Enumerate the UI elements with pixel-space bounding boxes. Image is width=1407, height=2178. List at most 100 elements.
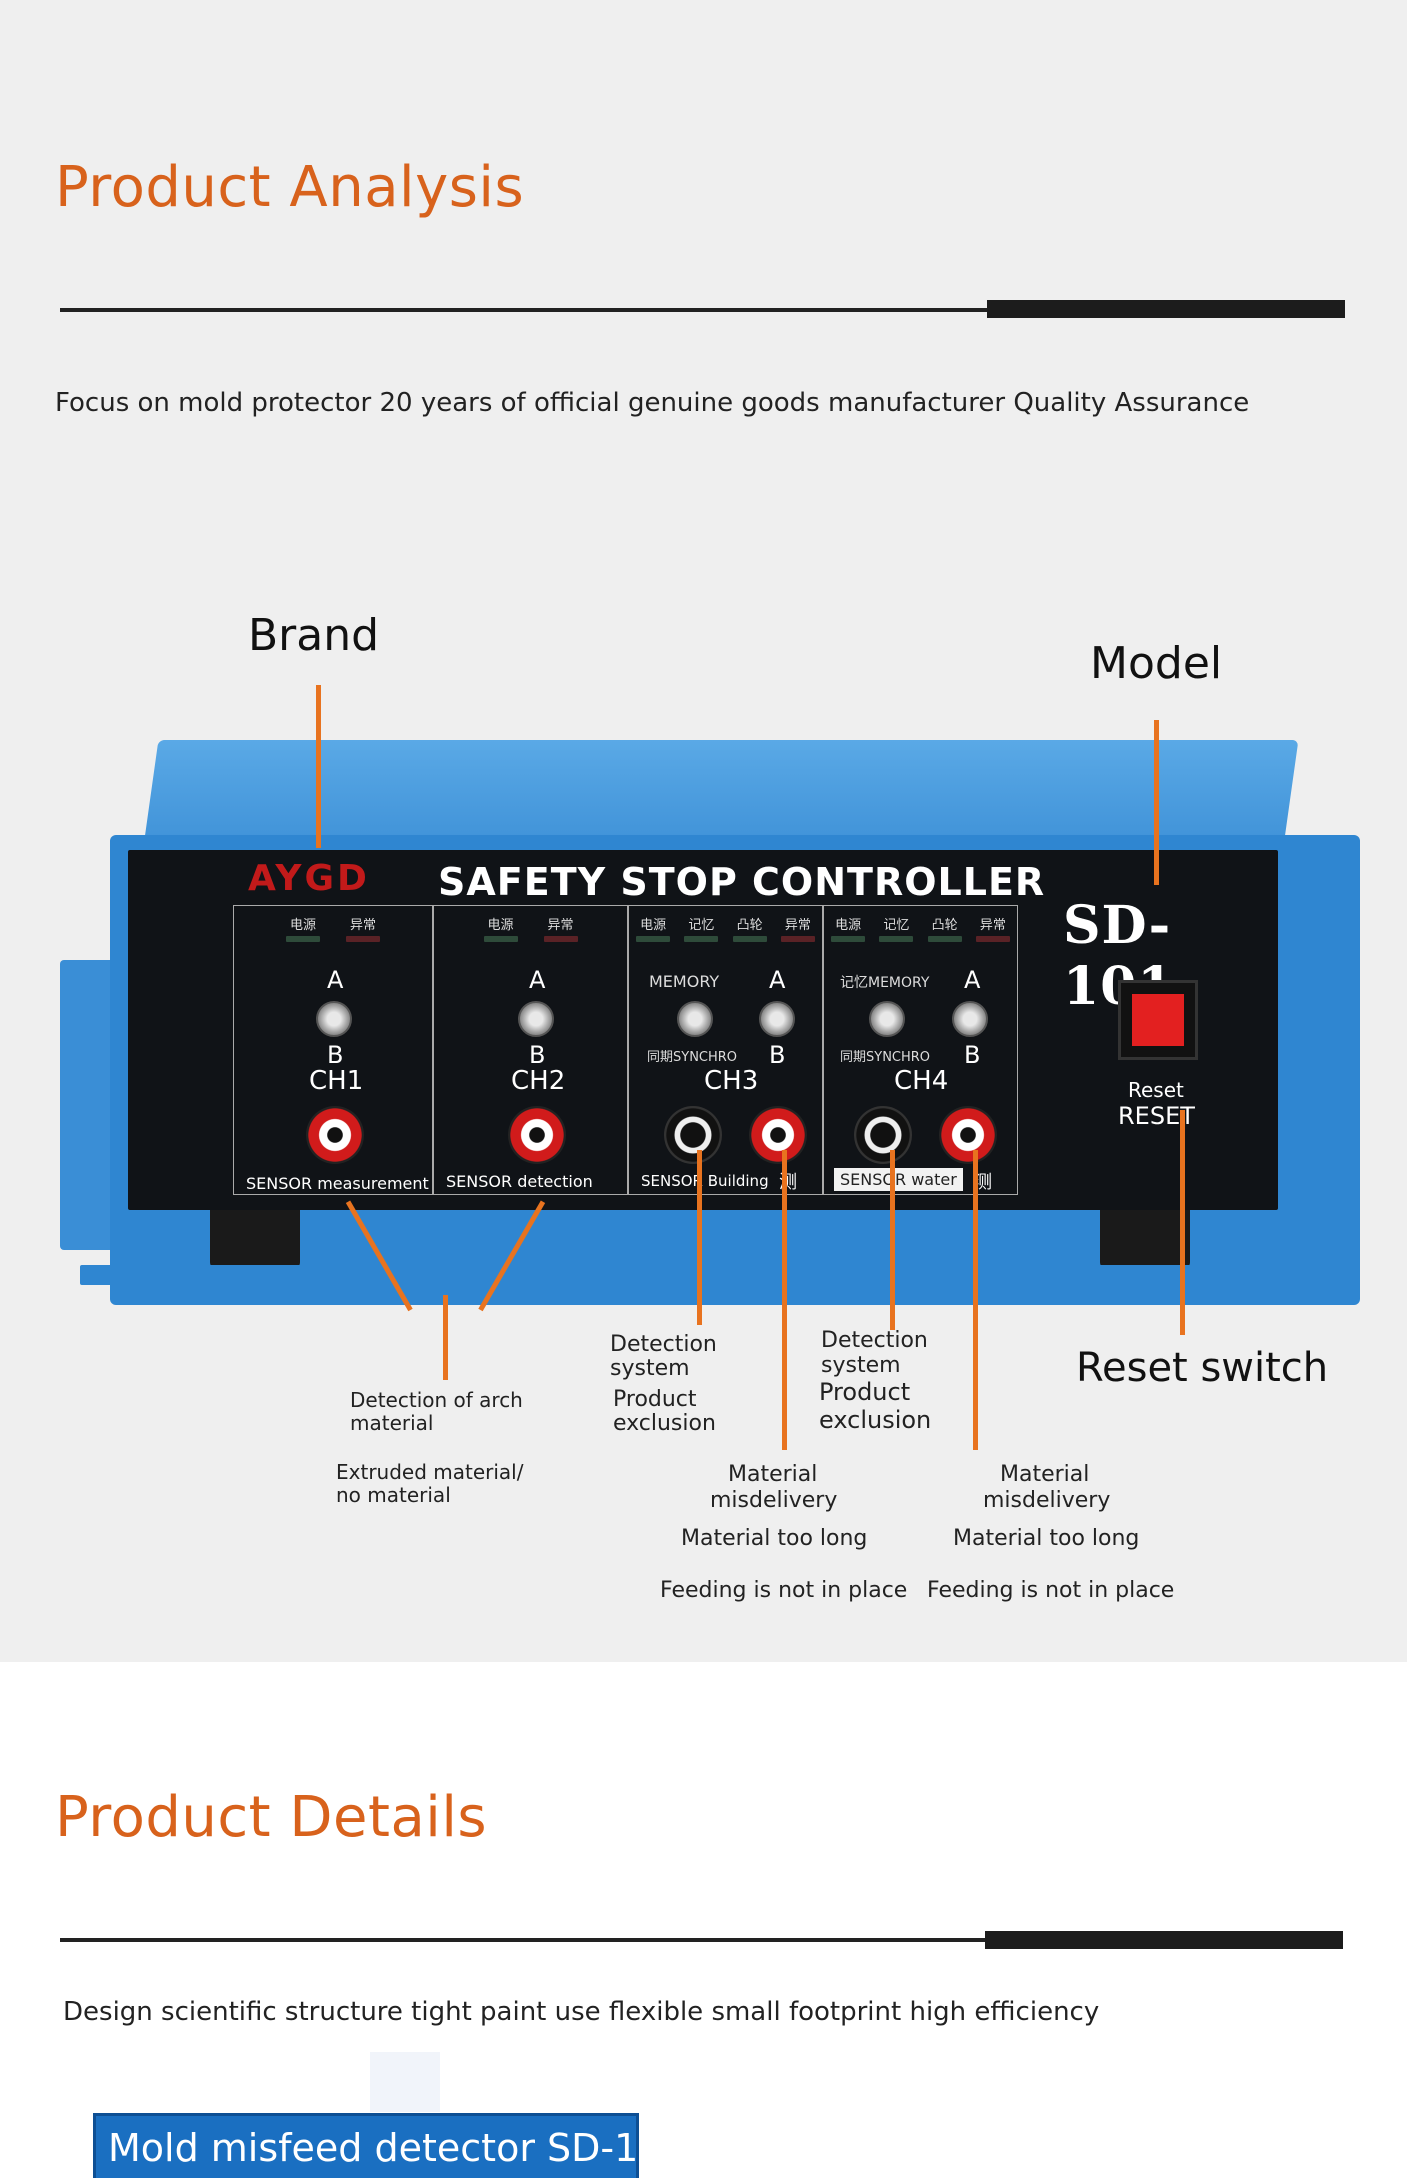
- led-cam-label: 凸轮: [931, 918, 958, 933]
- led-power-label: 电源: [289, 918, 316, 933]
- led-power: [636, 936, 671, 942]
- extruded-label-line1: Extruded material/: [336, 1460, 524, 1484]
- ch4-red-callout-line: [973, 1150, 978, 1450]
- sensor-jack-ch4-black[interactable]: [854, 1106, 912, 1164]
- sensor-label-ch2: SENSOR detection: [446, 1172, 593, 1191]
- ch1-label: CH1: [309, 1066, 364, 1096]
- toggle-switch-ch3[interactable]: [759, 1001, 795, 1037]
- controller-device-image: AYGD SAFETY STOP CONTROLLER SD-101 电源 异常…: [60, 730, 1360, 1305]
- ch2-label: CH2: [511, 1066, 566, 1096]
- toggle-switch-ch3-memory[interactable]: [677, 1001, 713, 1037]
- misdelivery1-line1: Material: [728, 1462, 818, 1487]
- analysis-divider-thin: [60, 308, 990, 312]
- led-memory: [684, 936, 719, 942]
- sensor-jack-ch2[interactable]: [508, 1106, 566, 1164]
- analysis-subtitle: Focus on mold protector 20 years of offi…: [55, 388, 1250, 418]
- led-cam: [927, 936, 962, 942]
- led-cam: [732, 936, 767, 942]
- product-banner: Mold misfeed detector SD-101: [93, 2113, 687, 2178]
- detection1-line2: system: [610, 1356, 690, 1381]
- product-photo-edge: [370, 2052, 440, 2112]
- ch3-label: CH3: [704, 1066, 759, 1096]
- reset-switch-label: Reset switch: [1076, 1345, 1329, 1391]
- led-abnormal-label: 异常: [349, 918, 376, 933]
- detect-cn-label: 测: [974, 1172, 992, 1193]
- detection2-line3: Product: [819, 1378, 911, 1406]
- misdelivery1-feeding: Feeding is not in place: [660, 1578, 908, 1603]
- device-foot: [210, 1210, 300, 1270]
- misdelivery1-too-long: Material too long: [681, 1526, 868, 1551]
- misdelivery2-feeding: Feeding is not in place: [927, 1578, 1175, 1603]
- toggle-a-label: A: [964, 966, 981, 994]
- misdelivery2-line2: misdelivery: [983, 1488, 1111, 1513]
- channel-ch3: 电源 记忆 凸轮 异常 MEMORY A 同期SYNCHRO B CH3 SEN…: [628, 905, 823, 1195]
- device-brand: AYGD: [248, 858, 370, 899]
- ch4-label: CH4: [894, 1066, 949, 1096]
- misdelivery2-too-long: Material too long: [953, 1526, 1140, 1551]
- details-section: [0, 1662, 1407, 2178]
- channel-ch4: 电源 记忆 凸轮 异常 记忆MEMORY A 同期SYNCHRO B CH4 S…: [823, 905, 1018, 1195]
- toggle-a-label: A: [769, 966, 786, 994]
- control-panel: AYGD SAFETY STOP CONTROLLER SD-101 电源 异常…: [128, 850, 1278, 1210]
- arch-callout-line: [443, 1295, 448, 1380]
- led-power-label: 电源: [487, 918, 514, 933]
- brand-callout-line: [316, 685, 321, 848]
- toggle-a-label: A: [327, 966, 344, 994]
- synchro-label: 同期SYNCHRO: [647, 1050, 738, 1065]
- reset-callout-line: [1180, 1110, 1185, 1335]
- sensor-jack-ch1[interactable]: [306, 1106, 364, 1164]
- ch3-black-callout-line: [697, 1150, 702, 1325]
- sensor-jack-ch3-red[interactable]: [749, 1106, 807, 1164]
- led-abnormal: [780, 936, 815, 942]
- channel-ch2: 电源 异常 A B CH2 SENSOR detection: [433, 905, 628, 1195]
- led-abnormal: [543, 936, 578, 942]
- details-divider-thin: [60, 1938, 990, 1942]
- arch-label-line2: material: [350, 1411, 434, 1435]
- ch3-red-callout-line: [782, 1150, 787, 1450]
- sensor-label-ch3: SENSOR Building: [641, 1172, 769, 1190]
- toggle-b-label: B: [964, 1041, 981, 1069]
- details-title: Product Details: [55, 1785, 488, 1850]
- toggle-switch-ch4-memory[interactable]: [869, 1001, 905, 1037]
- led-power-label: 电源: [640, 918, 667, 933]
- led-power-label: 电源: [835, 918, 862, 933]
- toggle-switch-ch2[interactable]: [518, 1001, 554, 1037]
- device-title: SAFETY STOP CONTROLLER: [438, 860, 1046, 904]
- detection1-line4: exclusion: [613, 1411, 716, 1436]
- misdelivery1-line2: misdelivery: [710, 1488, 838, 1513]
- product-banner-text: Mold misfeed detector SD-101: [108, 2126, 687, 2170]
- sensor-jack-ch3-black[interactable]: [664, 1106, 722, 1164]
- channel-ch1: 电源 异常 A B CH1 SENSOR measurement: [233, 905, 433, 1195]
- sensor-label-ch1: SENSOR measurement: [246, 1174, 429, 1193]
- led-abnormal: [346, 936, 380, 942]
- detection1-line1: Detection: [610, 1332, 717, 1357]
- led-memory: [879, 936, 914, 942]
- toggle-switch-ch1[interactable]: [316, 1001, 352, 1037]
- detection2-line4: exclusion: [819, 1406, 932, 1434]
- model-callout-line: [1154, 720, 1159, 885]
- analysis-title: Product Analysis: [55, 155, 525, 220]
- misdelivery2-line1: Material: [1000, 1462, 1090, 1487]
- toggle-switch-ch4[interactable]: [952, 1001, 988, 1037]
- reset-button[interactable]: [1118, 980, 1198, 1060]
- detection1-line3: Product: [613, 1387, 697, 1412]
- synchro-label: 同期SYNCHRO: [840, 1050, 931, 1065]
- sensor-jack-ch4-red[interactable]: [939, 1106, 997, 1164]
- details-divider-thick: [985, 1931, 1343, 1949]
- led-abnormal: [975, 936, 1010, 942]
- led-abnormal-label: 异常: [547, 918, 574, 933]
- arch-label-line1: Detection of arch: [350, 1388, 523, 1412]
- toggle-a-label: A: [529, 966, 546, 994]
- sensor-label-ch4: SENSOR water: [834, 1168, 963, 1191]
- extruded-label-line2: no material: [336, 1483, 451, 1507]
- detection2-line2: system: [821, 1353, 901, 1378]
- reset-small-label: Reset: [1128, 1078, 1184, 1102]
- analysis-divider-thick: [987, 300, 1345, 318]
- toggle-b-label: B: [327, 1041, 344, 1069]
- toggle-b-label: B: [529, 1041, 546, 1069]
- reset-button-cap[interactable]: [1132, 994, 1184, 1046]
- led-power: [286, 936, 320, 942]
- led-memory-label: 记忆: [883, 918, 910, 933]
- memory-label: MEMORY: [649, 972, 720, 991]
- memory-cn-label: 记忆MEMORY: [840, 975, 930, 991]
